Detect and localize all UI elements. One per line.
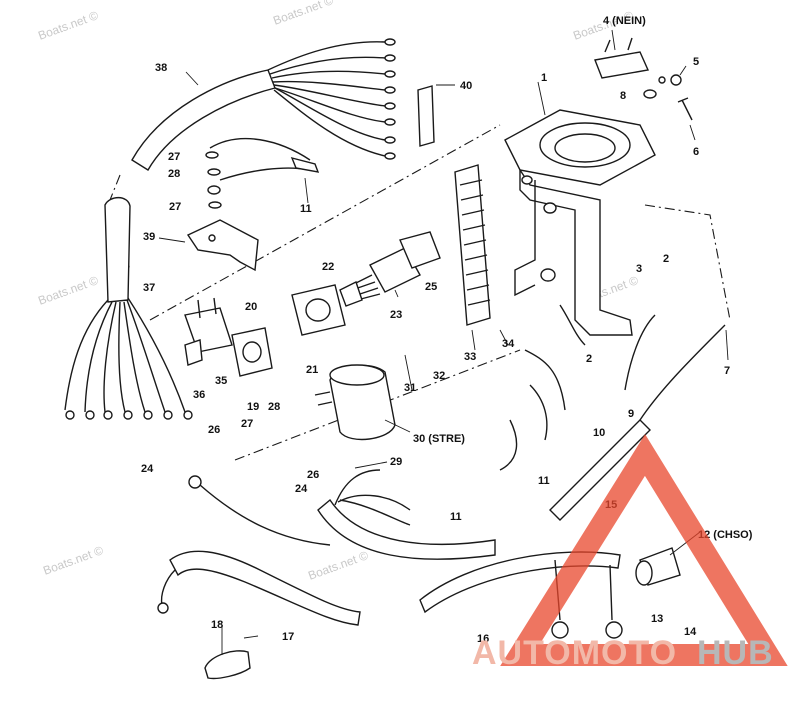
label-14: 14	[684, 626, 697, 638]
harness-left	[64, 196, 193, 420]
label-27a: 27	[168, 151, 180, 163]
condenser-12	[635, 547, 681, 586]
label-17: 17	[282, 631, 294, 643]
label-12: 12 (CHSO)	[698, 529, 753, 541]
label-18: 18	[211, 619, 223, 631]
harness-11-center	[317, 324, 726, 560]
label-19: 19	[247, 401, 259, 413]
solenoid-30	[314, 364, 396, 441]
plate-21	[291, 284, 346, 336]
label-25: 25	[425, 281, 437, 293]
label-37: 37	[143, 282, 155, 294]
label-29: 29	[390, 456, 402, 468]
label-35: 35	[215, 375, 227, 387]
label-26b: 26	[307, 469, 319, 481]
cable-16	[419, 551, 623, 639]
label-10: 10	[593, 427, 605, 439]
label-16: 16	[477, 633, 489, 645]
washer-8	[643, 89, 657, 99]
label-33: 33	[464, 351, 476, 363]
label-24a: 24	[141, 463, 154, 475]
bracket-39	[186, 219, 259, 272]
label-6: 6	[693, 146, 699, 158]
watermark: Boats.net ©	[36, 273, 100, 308]
label-8: 8	[620, 90, 626, 102]
label-30: 30 (STRE)	[413, 433, 465, 445]
label-28a: 28	[168, 168, 180, 180]
battery-cable	[157, 475, 361, 626]
label-4: 4 (NEIN)	[603, 15, 646, 27]
label-39: 39	[143, 231, 155, 243]
terminal-block-33	[454, 164, 491, 326]
label-5: 5	[693, 56, 699, 68]
label-26a: 26	[208, 424, 220, 436]
assembly-lines	[109, 124, 731, 461]
label-27b: 27	[169, 201, 181, 213]
watermark: Boats.net ©	[41, 543, 105, 578]
label-36: 36	[193, 389, 205, 401]
part-labels: 1 2 2 3 4 (NEIN) 5 6 7 8 9 10 11 11 11 1…	[141, 15, 753, 645]
plate-19	[231, 327, 273, 377]
leader-lines	[158, 29, 729, 655]
label-32: 32	[433, 370, 445, 382]
label-11a: 11	[300, 203, 312, 215]
label-22: 22	[322, 261, 334, 273]
label-40: 40	[460, 80, 472, 92]
label-3: 3	[636, 263, 642, 275]
wires-right	[499, 304, 656, 471]
label-21: 21	[306, 364, 318, 376]
label-1: 1	[541, 72, 547, 84]
label-38: 38	[155, 62, 167, 74]
label-11c: 11	[538, 475, 550, 487]
label-20: 20	[245, 301, 257, 313]
label-2b: 2	[586, 353, 592, 365]
watermark: Boats.net ©	[36, 8, 100, 43]
decal-40	[417, 85, 435, 147]
label-27c: 27	[241, 418, 253, 430]
part-4	[594, 37, 666, 84]
logo-text-hub: HUB	[697, 634, 774, 672]
washer-5	[670, 74, 682, 86]
harness-38	[131, 38, 396, 171]
label-2a: 2	[663, 253, 669, 265]
small-parts-27-28	[205, 137, 320, 209]
label-34: 34	[502, 338, 515, 350]
bracket-1	[504, 109, 656, 336]
part-18	[204, 650, 251, 680]
label-9: 9	[628, 408, 634, 420]
ignition-switch-23	[339, 231, 441, 307]
watermark: Boats.net ©	[271, 0, 335, 28]
logo-text-automoto: AUTOMOTO	[472, 634, 677, 672]
label-13: 13	[651, 613, 663, 625]
automotohub-logo: AUTOMOTO HUB	[472, 434, 788, 672]
screw-6	[677, 97, 693, 121]
label-23: 23	[390, 309, 402, 321]
label-31: 31	[404, 382, 416, 394]
watermark: Boats.net ©	[306, 548, 370, 583]
label-11b: 11	[450, 511, 462, 523]
label-28b: 28	[268, 401, 280, 413]
label-24b: 24	[295, 483, 308, 495]
breaker-35	[184, 297, 233, 366]
label-7: 7	[724, 365, 730, 377]
